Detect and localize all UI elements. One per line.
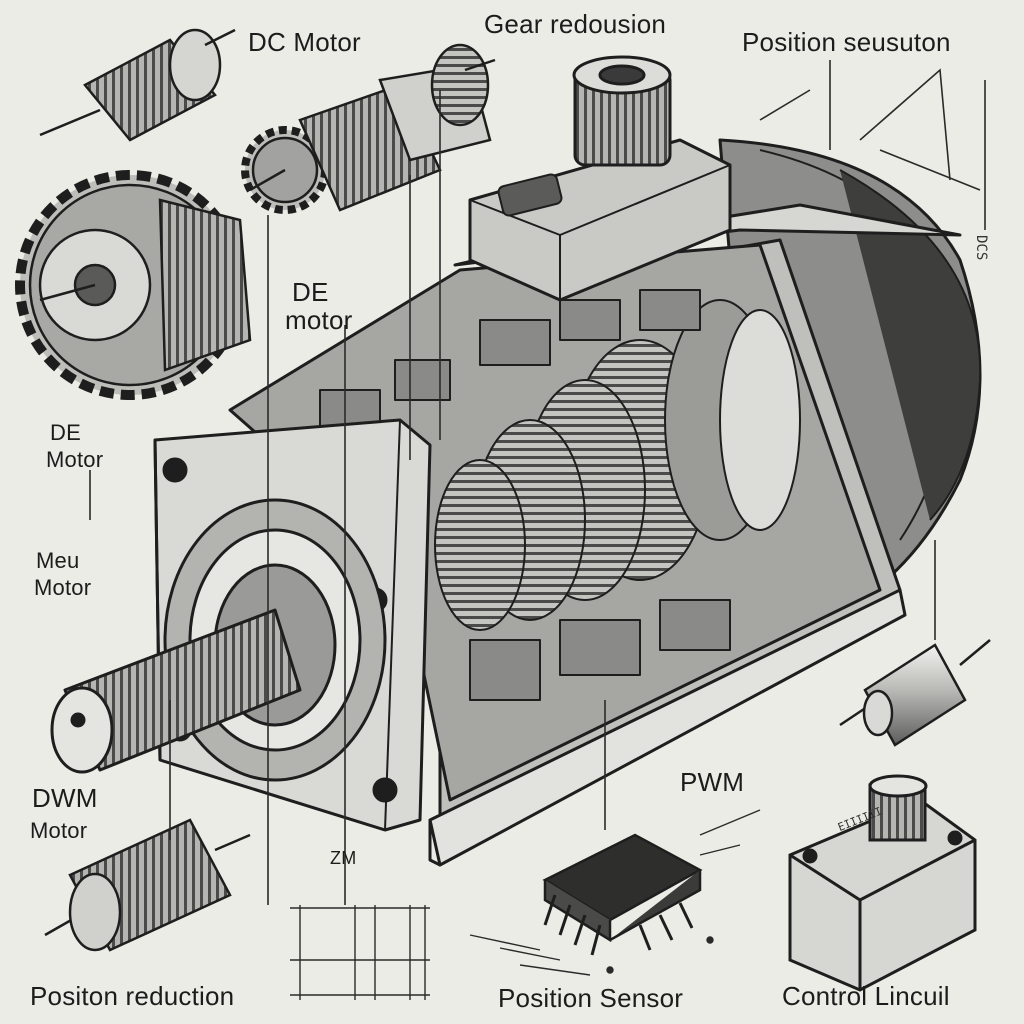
label-pwm: PWM — [680, 767, 745, 797]
label-zm: ZM — [330, 848, 357, 868]
label-position-sensor-bottom: Position Sensor — [498, 983, 684, 1013]
spur-gear-left — [15, 170, 252, 400]
chip-signal-lines — [469, 809, 761, 976]
servo-housing — [50, 55, 982, 867]
exploded-shaft-top-left — [39, 28, 236, 142]
label-position-reduction: Positon reduction — [30, 981, 235, 1011]
label-control-circuit: Control Lincuil — [782, 981, 950, 1011]
small-cylinder-right — [839, 639, 991, 747]
schematic-grid — [290, 905, 430, 1000]
pwm-chip — [542, 833, 703, 956]
label-dc-motor-top: DC Motor — [248, 27, 361, 57]
control-circuit-box — [788, 774, 977, 992]
label-dwm-motor-1: DWM — [32, 783, 98, 813]
label-meu-motor-2: Motor — [34, 575, 92, 600]
label-de-motor-left-1: DE — [50, 420, 81, 445]
label-dwm-motor-2: Motor — [30, 818, 88, 843]
label-meu-motor-1: Meu — [36, 548, 80, 573]
label-dcs-vertical: DCS — [973, 235, 989, 261]
gear-shaft-assembly — [241, 43, 496, 214]
label-de-motor-left-2: Motor — [46, 447, 104, 472]
label-de-motor-mid-2: motor — [285, 305, 353, 335]
dwm-connector — [44, 818, 251, 952]
leader-lines — [89, 60, 986, 905]
label-de-motor-mid-1: DE — [292, 277, 329, 307]
label-gear-reduction: Gear redousion — [484, 9, 667, 39]
label-position-sensor-top: Position seusuton — [742, 27, 951, 57]
